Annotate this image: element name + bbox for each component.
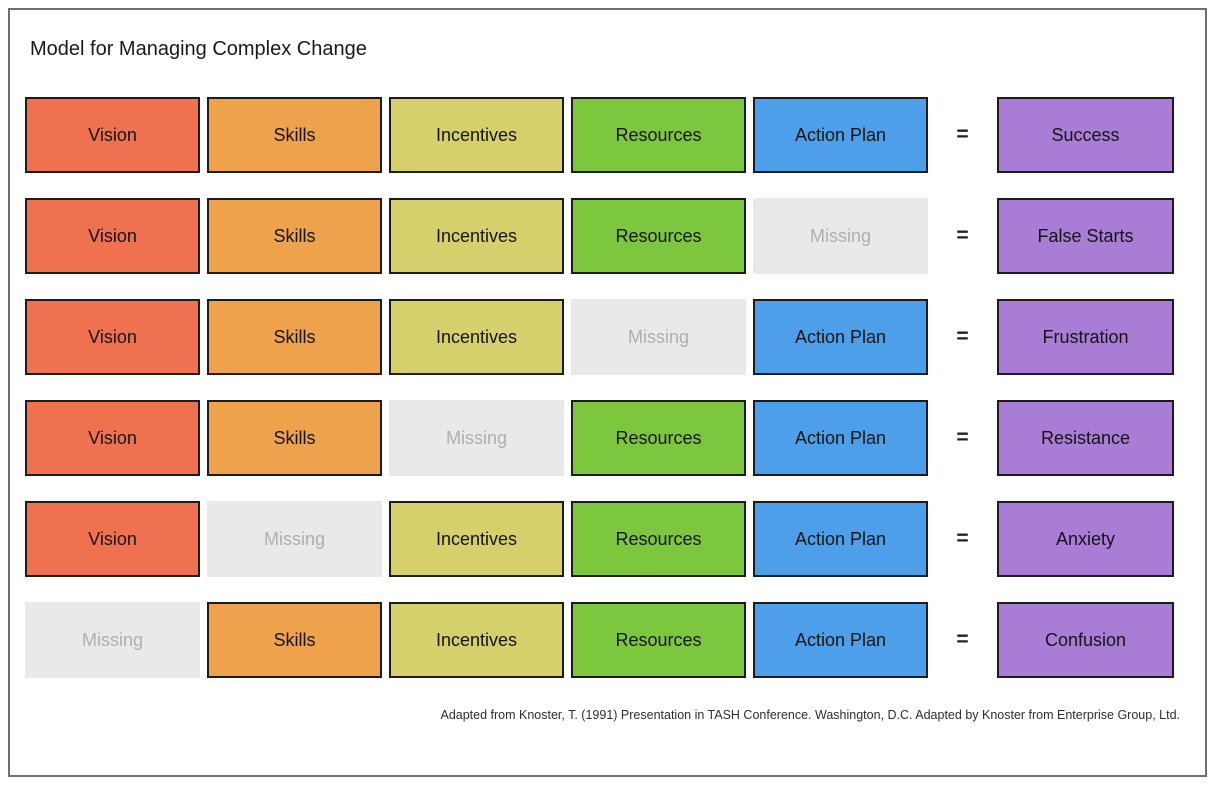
- change-row: Vision Skills Incentives Resources Missi…: [25, 198, 1174, 274]
- cell-skills: Skills: [207, 198, 382, 274]
- cell-incentives: Incentives: [389, 501, 564, 577]
- change-row: Vision Skills Incentives Missing Action …: [25, 299, 1174, 375]
- cell-skills: Skills: [207, 299, 382, 375]
- cell-missing: Missing: [25, 602, 200, 678]
- cell-missing: Missing: [571, 299, 746, 375]
- cell-action-plan: Action Plan: [753, 501, 928, 577]
- equals-sign: =: [956, 224, 969, 247]
- change-row: Vision Skills Incentives Resources Actio…: [25, 97, 1174, 173]
- change-row: Vision Missing Incentives Resources Acti…: [25, 501, 1174, 577]
- cell-vision: Vision: [25, 400, 200, 476]
- result-box: False Starts: [997, 198, 1174, 274]
- cell-missing: Missing: [207, 501, 382, 577]
- cell-action-plan: Action Plan: [753, 299, 928, 375]
- cell-missing: Missing: [389, 400, 564, 476]
- cell-action-plan: Action Plan: [753, 602, 928, 678]
- cell-vision: Vision: [25, 501, 200, 577]
- cell-vision: Vision: [25, 97, 200, 173]
- cell-missing: Missing: [753, 198, 928, 274]
- change-row: Missing Skills Incentives Resources Acti…: [25, 602, 1174, 678]
- equals-sign: =: [956, 527, 969, 550]
- cell-incentives: Incentives: [389, 602, 564, 678]
- cell-resources: Resources: [571, 602, 746, 678]
- cell-incentives: Incentives: [389, 198, 564, 274]
- equals-sign: =: [956, 426, 969, 449]
- cell-action-plan: Action Plan: [753, 97, 928, 173]
- cell-resources: Resources: [571, 400, 746, 476]
- cell-vision: Vision: [25, 299, 200, 375]
- result-box: Anxiety: [997, 501, 1174, 577]
- result-box: Frustration: [997, 299, 1174, 375]
- result-box: Success: [997, 97, 1174, 173]
- cell-vision: Vision: [25, 198, 200, 274]
- cell-skills: Skills: [207, 97, 382, 173]
- change-row: Vision Skills Missing Resources Action P…: [25, 400, 1174, 476]
- cell-resources: Resources: [571, 501, 746, 577]
- cell-skills: Skills: [207, 400, 382, 476]
- cell-resources: Resources: [571, 198, 746, 274]
- page-title: Model for Managing Complex Change: [30, 38, 367, 60]
- cell-incentives: Incentives: [389, 299, 564, 375]
- result-box: Confusion: [997, 602, 1174, 678]
- cell-skills: Skills: [207, 602, 382, 678]
- result-box: Resistance: [997, 400, 1174, 476]
- attribution-footer: Adapted from Knoster, T. (1991) Presenta…: [440, 708, 1180, 722]
- cell-action-plan: Action Plan: [753, 400, 928, 476]
- equals-sign: =: [956, 628, 969, 651]
- equals-sign: =: [956, 123, 969, 146]
- cell-resources: Resources: [571, 97, 746, 173]
- change-model-grid: Vision Skills Incentives Resources Actio…: [25, 97, 1174, 703]
- cell-incentives: Incentives: [389, 97, 564, 173]
- equals-sign: =: [956, 325, 969, 348]
